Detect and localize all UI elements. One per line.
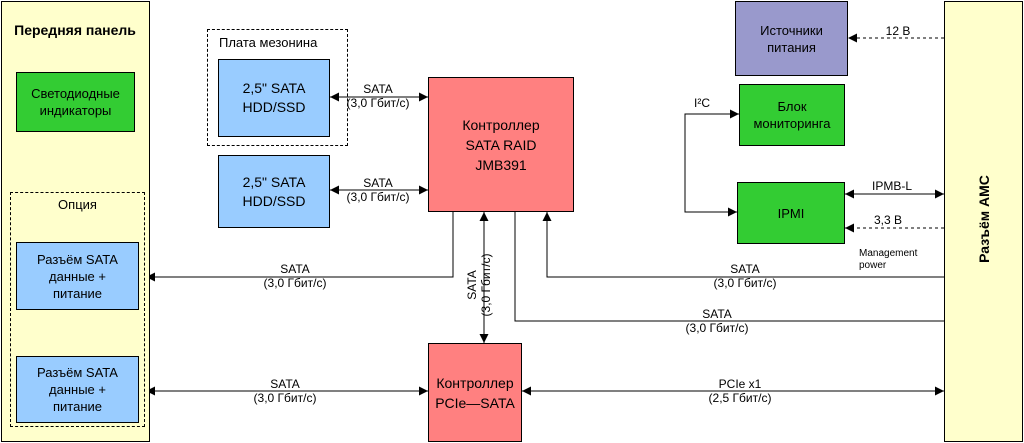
leds-block: Светодиодные индикаторы bbox=[16, 72, 135, 132]
link-sata-amc1 bbox=[542, 212, 944, 278]
label-ipmb: IPMB-L bbox=[871, 179, 912, 193]
label-i2c: I²C bbox=[694, 96, 710, 110]
label-sata-front2: SATA (3,0 Гбит/с) bbox=[253, 377, 317, 405]
front-panel-title: Передняя панель bbox=[14, 22, 136, 38]
hdd-2: 2,5" SATA HDD/SSD bbox=[218, 155, 330, 228]
label-sata-hdd1: SATA (3,0 Гбит/с) bbox=[346, 82, 410, 110]
front-sata-connector-2: Разъём SATA данные + питание bbox=[16, 356, 139, 423]
link-sata-front1 bbox=[146, 212, 454, 282]
label-12v: 12 В bbox=[885, 24, 911, 38]
amc-connector-label: Разъём AMC bbox=[976, 175, 992, 263]
amc-connector bbox=[944, 1, 1023, 442]
label-3v3: 3,3 В bbox=[873, 213, 903, 227]
option-group bbox=[10, 192, 145, 427]
ipmi-block: IPMI bbox=[737, 182, 845, 244]
power-supplies: Источники питания bbox=[735, 1, 848, 76]
label-sata-front1: SATA (3,0 Гбит/с) bbox=[263, 262, 327, 290]
link-i2c bbox=[684, 109, 739, 217]
raid-controller: Контроллер SATA RAID JMB391 bbox=[428, 77, 574, 212]
link-sata-amc2 bbox=[514, 212, 944, 322]
label-management-power: Management power bbox=[859, 248, 918, 271]
label-sata-hdd2: SATA (3,0 Гбит/с) bbox=[346, 176, 410, 204]
label-pcie: PCIe x1 (2,5 Гбит/с) bbox=[708, 377, 772, 405]
hdd-1: 2,5" SATA HDD/SSD bbox=[218, 59, 330, 137]
label-sata-amc2: SATA (3,0 Гбит/с) bbox=[685, 307, 749, 335]
mezzanine-title: Плата мезонина bbox=[216, 35, 321, 50]
label-sata-amc1: SATA (3,0 Гбит/с) bbox=[713, 262, 777, 290]
label-sata-vertical: SATA (3,0 Гбит/с) bbox=[465, 253, 493, 317]
mezzanine-group bbox=[207, 29, 348, 146]
pcie-sata-controller: Контроллер PCIe—SATA bbox=[428, 343, 522, 442]
monitoring-unit: Блок мониторинга bbox=[739, 84, 845, 146]
option-group-title: Опция bbox=[58, 197, 97, 212]
front-sata-connector-1: Разъём SATA данные + питание bbox=[16, 242, 139, 310]
